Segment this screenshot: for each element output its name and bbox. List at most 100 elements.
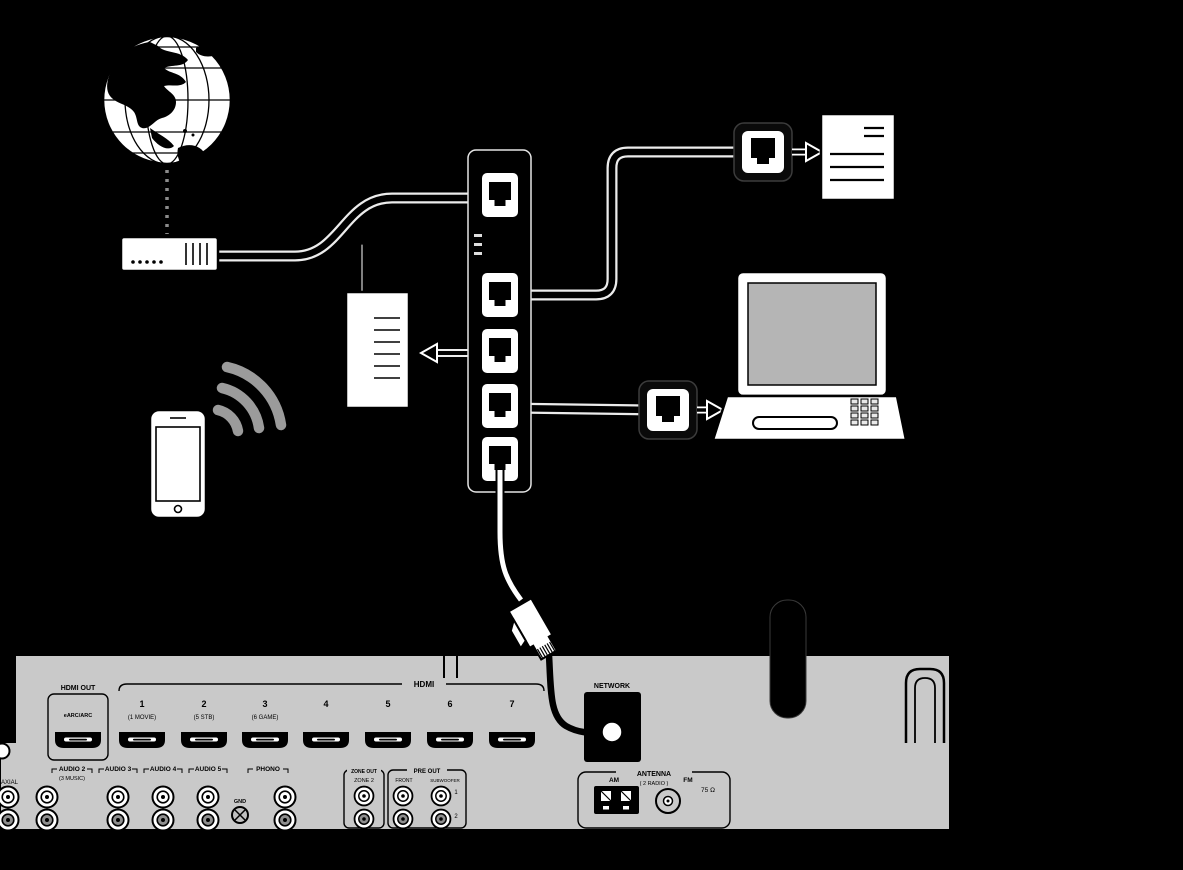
pre-out-label: PRE OUT (414, 769, 441, 775)
hdmi-2-assignment: (5 STB) (194, 715, 215, 721)
rca-jack (273, 808, 297, 832)
continent-south-america (177, 145, 206, 174)
audio-section: AUDIO 2 (3 MUSIC) COAXIAL AUDIO 3 AUDIO … (0, 766, 297, 832)
subwoofer-2-label: 2 (454, 814, 458, 820)
phono-label: PHONO (256, 766, 280, 773)
internet-globe-icon (101, 34, 233, 174)
more-ports-ellipsis-icon (474, 234, 482, 255)
ethernet-cable-modem-to-switch (212, 192, 511, 262)
gnd-label: GND (234, 799, 246, 805)
audio4-label: AUDIO 4 (150, 766, 177, 773)
rca-jack (151, 785, 175, 809)
hdmi-port-5 (365, 732, 411, 748)
rca-jack (273, 785, 297, 809)
hdmi-out-label: HDMI OUT (61, 685, 96, 692)
laptop-keypad (850, 398, 879, 426)
antenna-blade (769, 599, 807, 719)
rca-jack (106, 808, 130, 832)
home-button (173, 504, 183, 514)
front-label: FRONT (395, 778, 412, 784)
hdmi-port-1 (119, 732, 165, 748)
rj45-plug-icon (507, 596, 559, 661)
ethernet-cable-switch-to-server (498, 146, 756, 301)
rj45-connector-server-icon (733, 122, 793, 182)
am-terminal (594, 786, 639, 814)
hdmi-port-2 (181, 732, 227, 748)
media-server (819, 112, 897, 202)
rca-jack (353, 785, 375, 807)
rca-jack (430, 785, 452, 807)
hdmi-1-number: 1 (139, 699, 144, 709)
lan-port-1-icon (482, 173, 518, 217)
hdmi-3-assignment: (6 GAME) (252, 715, 279, 721)
av-receiver-rear-panel: HDMI OUT eARC/ARC HDMI 1 2 3 4 5 6 7 (1 … (0, 599, 951, 832)
hdmi-port-7 (489, 732, 535, 748)
rca-jack (430, 808, 452, 830)
lan-port-4-icon (482, 384, 518, 428)
coaxial-label: COAXIAL (0, 780, 19, 786)
hdmi-out-section: HDMI OUT eARC/ARC (47, 685, 109, 761)
audio3-label: AUDIO 3 (105, 766, 132, 773)
hdmi-group-label: HDMI (414, 680, 434, 689)
antenna-label: ANTENNA (637, 771, 671, 778)
lan-port-2-icon (482, 273, 518, 317)
fm-impedance-label: 75 Ω (701, 787, 715, 794)
hdmi-2-number: 2 (201, 699, 206, 709)
hdmi-5-number: 5 (385, 699, 390, 709)
network-switch (467, 149, 532, 493)
cable-holder-bracket (904, 667, 946, 743)
gnd-screw-terminal (231, 806, 249, 824)
rca-jack (196, 785, 220, 809)
hdmi-7-number: 7 (509, 699, 514, 709)
laptop-screen (747, 282, 877, 386)
rca-jack (35, 785, 59, 809)
rca-jack (0, 785, 20, 809)
rj45-connector-pc-icon (638, 380, 698, 440)
zone-out-label: ZONE OUT (351, 769, 377, 775)
laptop-touchpad (752, 416, 838, 430)
hdmi-port-4 (303, 732, 349, 748)
hdmi-out-port (55, 732, 101, 748)
hdmi-1-assignment: (1 MOVIE) (128, 715, 156, 721)
rca-jack (392, 785, 414, 807)
arrowhead-to-router-icon (420, 343, 438, 363)
hdmi-4-number: 4 (323, 699, 328, 709)
rca-jack (106, 785, 130, 809)
hdmi-6-number: 6 (447, 699, 452, 709)
earc-arc-label: eARC/ARC (64, 713, 92, 719)
continent-central-america (150, 128, 174, 149)
audio2-label: AUDIO 2 (59, 766, 86, 773)
continent-greenland (196, 44, 220, 57)
rca-jack (353, 808, 375, 830)
zone-out-section: ZONE OUT ZONE 2 (343, 766, 385, 830)
ethernet-cable-to-receiver (495, 470, 525, 603)
audio2-sub-label: (3 MUSIC) (59, 776, 85, 782)
fm-coax-connector (655, 788, 681, 814)
rca-jack (151, 808, 175, 832)
antenna-sub-label: ( 2 RADIO ) (640, 781, 669, 787)
audio5-label: AUDIO 5 (195, 766, 222, 773)
arrowhead-to-server-icon (805, 142, 823, 162)
zone2-label: ZONE 2 (354, 778, 374, 784)
rca-jack (0, 808, 20, 832)
laptop-pc (711, 270, 908, 442)
pre-out-section: PRE OUT FRONT SUBWOOFER 1 2 (387, 766, 467, 830)
hdmi-3-number: 3 (262, 699, 267, 709)
wifi-waves-icon (212, 361, 287, 437)
wireless-router (344, 243, 411, 410)
rca-jack (196, 808, 220, 832)
modem (119, 235, 220, 273)
continent-north-america (107, 42, 188, 129)
am-label: AM (609, 777, 619, 784)
hdmi-port-6 (427, 732, 473, 748)
subwoofer-label: SUBWOOFER (430, 778, 460, 783)
subwoofer-1-label: 1 (454, 790, 458, 796)
lan-port-3-icon (482, 329, 518, 373)
smartphone (148, 408, 208, 520)
network-port-connection-point (600, 720, 624, 744)
antenna-section: ANTENNA ( 2 RADIO ) AM FM 75 Ω (577, 768, 731, 829)
rca-jack (392, 808, 414, 830)
fm-label: FM (683, 777, 692, 784)
rca-jack (35, 808, 59, 832)
